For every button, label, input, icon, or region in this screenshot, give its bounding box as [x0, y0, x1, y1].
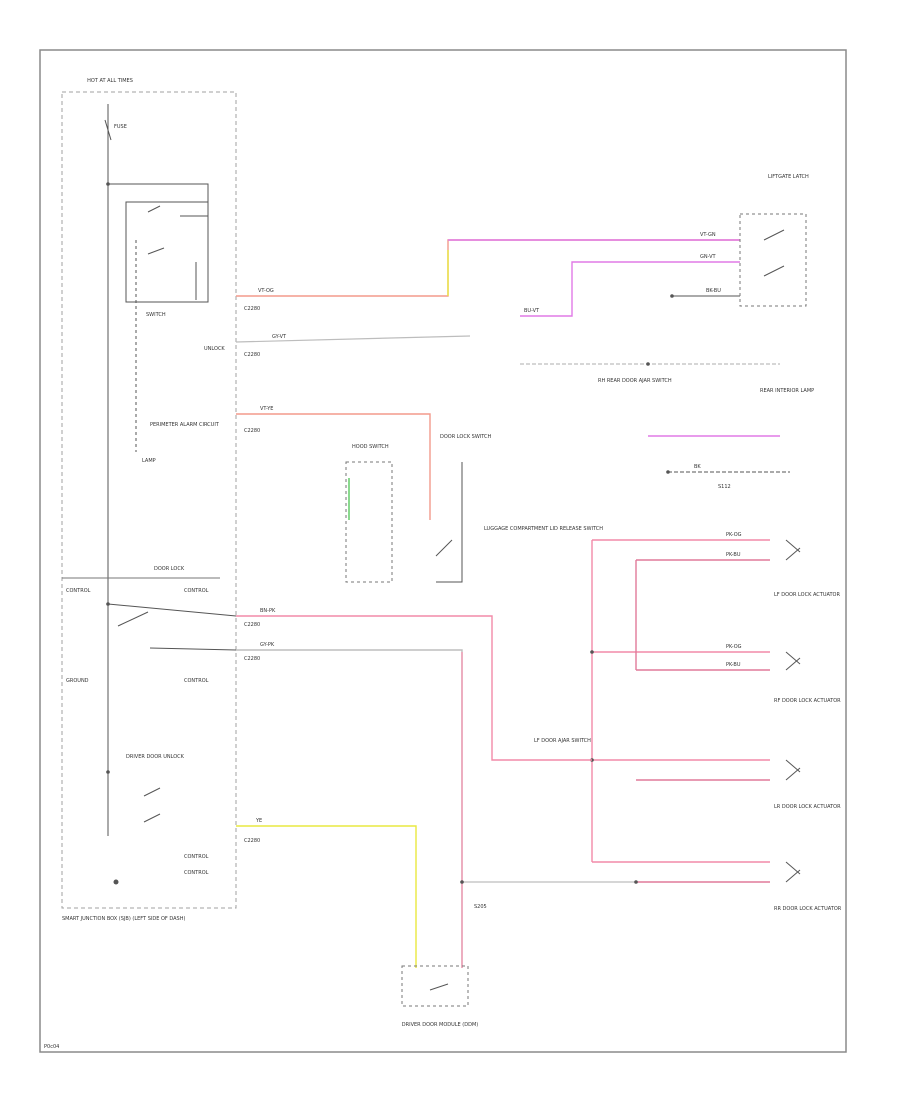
lamp-label: LAMP	[142, 458, 156, 464]
relay-box	[125, 201, 209, 303]
driver-door-module-box	[401, 965, 469, 1007]
rf-door-lock-label: RF DOOR LOCK ACTUATOR	[774, 698, 841, 704]
wire-label-w3: GN-VT	[700, 254, 717, 260]
wire-label-w11: BK	[694, 464, 701, 470]
wire-label-w12: YE	[255, 818, 262, 824]
unlock-contact	[143, 813, 161, 823]
hood-switch-box	[345, 461, 393, 583]
wire-label-w5: GY-VT	[272, 334, 287, 340]
control-label-3: CONTROL	[184, 678, 209, 684]
wire-end	[670, 294, 674, 298]
wire-splice	[646, 362, 650, 366]
lr-door-lock-actuator	[785, 759, 801, 781]
lf-switch-wire	[436, 462, 463, 583]
connector-label: C2280	[244, 306, 260, 312]
splice1-label: S112	[718, 484, 731, 490]
upper-switch-contact	[763, 265, 785, 277]
lf-switch-label: DOOR LOCK SWITCH	[440, 434, 492, 440]
control-label-4: CONTROL	[184, 854, 209, 860]
relay-label: SWITCH	[146, 312, 166, 318]
door-lock-label: DOOR LOCK	[154, 566, 185, 572]
wire-red-upper	[236, 239, 740, 297]
connector-label: C2280	[244, 622, 260, 628]
rf-door-lock-actuator	[785, 651, 801, 671]
control-label-1: CONTROL	[66, 588, 91, 594]
control-label-2: CONTROL	[184, 588, 209, 594]
rr-door-lock-actuator	[785, 861, 801, 883]
wire-label-w7: PK-OG	[726, 532, 742, 538]
wire-splice	[634, 880, 638, 884]
wire-label-w8: PK-BU	[726, 552, 741, 558]
hot-at-all-times-label: HOT AT ALL TIMES	[87, 78, 133, 84]
connector-label: C2280	[244, 428, 260, 434]
lf-door-ajar-label: LF DOOR AJAR SWITCH	[534, 738, 591, 744]
lf-door-lock-actuator	[785, 539, 801, 561]
rh-door-ajar-label: RH REAR DOOR AJAR SWITCH	[598, 378, 672, 384]
wire-label-w9: BN-PK	[260, 608, 276, 614]
unlock-label: UNLOCK	[204, 346, 225, 352]
driver-unlock-label: DRIVER DOOR UNLOCK	[126, 754, 185, 760]
upper-switch-contact	[763, 229, 785, 241]
wire-label-w1: VT-OG	[258, 288, 274, 294]
diagram-code: P0c04	[44, 1044, 59, 1050]
lock-relay-line	[107, 603, 237, 617]
bus-splice	[106, 770, 110, 774]
wire-splice	[590, 650, 594, 654]
wire-splice	[460, 880, 464, 884]
relay-contact	[147, 247, 165, 255]
wire-label-w10: GY-PK	[260, 642, 275, 648]
unlock-contact	[143, 787, 161, 797]
splice2-label: S205	[474, 904, 487, 910]
relay-contact	[147, 205, 161, 213]
wire-label-w2: BU-VT	[524, 308, 540, 314]
relay-coil-path	[108, 183, 209, 217]
circuit-label: PERIMETER ALARM CIRCUIT	[150, 422, 220, 428]
wire-red-circuit	[236, 413, 431, 520]
driver-door-module-label: DRIVER DOOR MODULE (DDM)	[402, 1022, 478, 1028]
lf-door-lock-label: LF DOOR LOCK ACTUATOR	[774, 592, 840, 598]
connector-label: C2280	[244, 352, 260, 358]
sjb-name-label: SMART JUNCTION BOX (SJB) (LEFT SIDE OF D…	[62, 916, 185, 922]
rear-lamp-label: REAR INTERIOR LAMP	[760, 388, 814, 394]
wire-pink-control	[236, 615, 592, 761]
ground-label: GROUND	[66, 678, 89, 684]
upper-right-switch-box	[739, 213, 807, 307]
connector-label: C2280	[244, 656, 260, 662]
lock-relay-contact	[117, 611, 149, 627]
liftgate-label: LIFTGATE LATCH	[768, 174, 809, 180]
wire-gray-unlock	[235, 335, 471, 343]
fuse-link	[104, 119, 112, 141]
wire-label-w4: VT-GN	[700, 232, 716, 238]
lf-switch-contact	[435, 539, 453, 557]
ground-point	[113, 879, 119, 885]
hood-switch-label: HOOD SWITCH	[352, 444, 389, 450]
fuse-label: FUSE	[114, 124, 127, 130]
diagram-frame	[39, 49, 847, 1053]
wire-label-w7b: PK-OG	[726, 644, 742, 650]
lr-door-lock-label: LR DOOR LOCK ACTUATOR	[774, 804, 841, 810]
wire-label-w13: VT-YE	[260, 406, 273, 412]
wire-label-w8b: PK-BU	[726, 662, 741, 668]
connector-label: C2280	[244, 838, 260, 844]
wire-gray-control	[236, 649, 463, 968]
lock-relay-out	[149, 647, 237, 651]
wire-violet-mid	[520, 261, 740, 317]
sjb-module-box	[61, 91, 237, 909]
wire-end	[666, 470, 670, 474]
wire-label-w6: BK-BU	[706, 288, 721, 294]
rr-door-lock-label: RR DOOR LOCK ACTUATOR	[774, 906, 842, 912]
control-label-5: CONTROL	[184, 870, 209, 876]
ddm-contact	[429, 983, 449, 991]
wire-yellow	[236, 825, 417, 968]
trunk-switch-label: LUGGAGE COMPARTMENT LID RELEASE SWITCH	[484, 526, 603, 532]
